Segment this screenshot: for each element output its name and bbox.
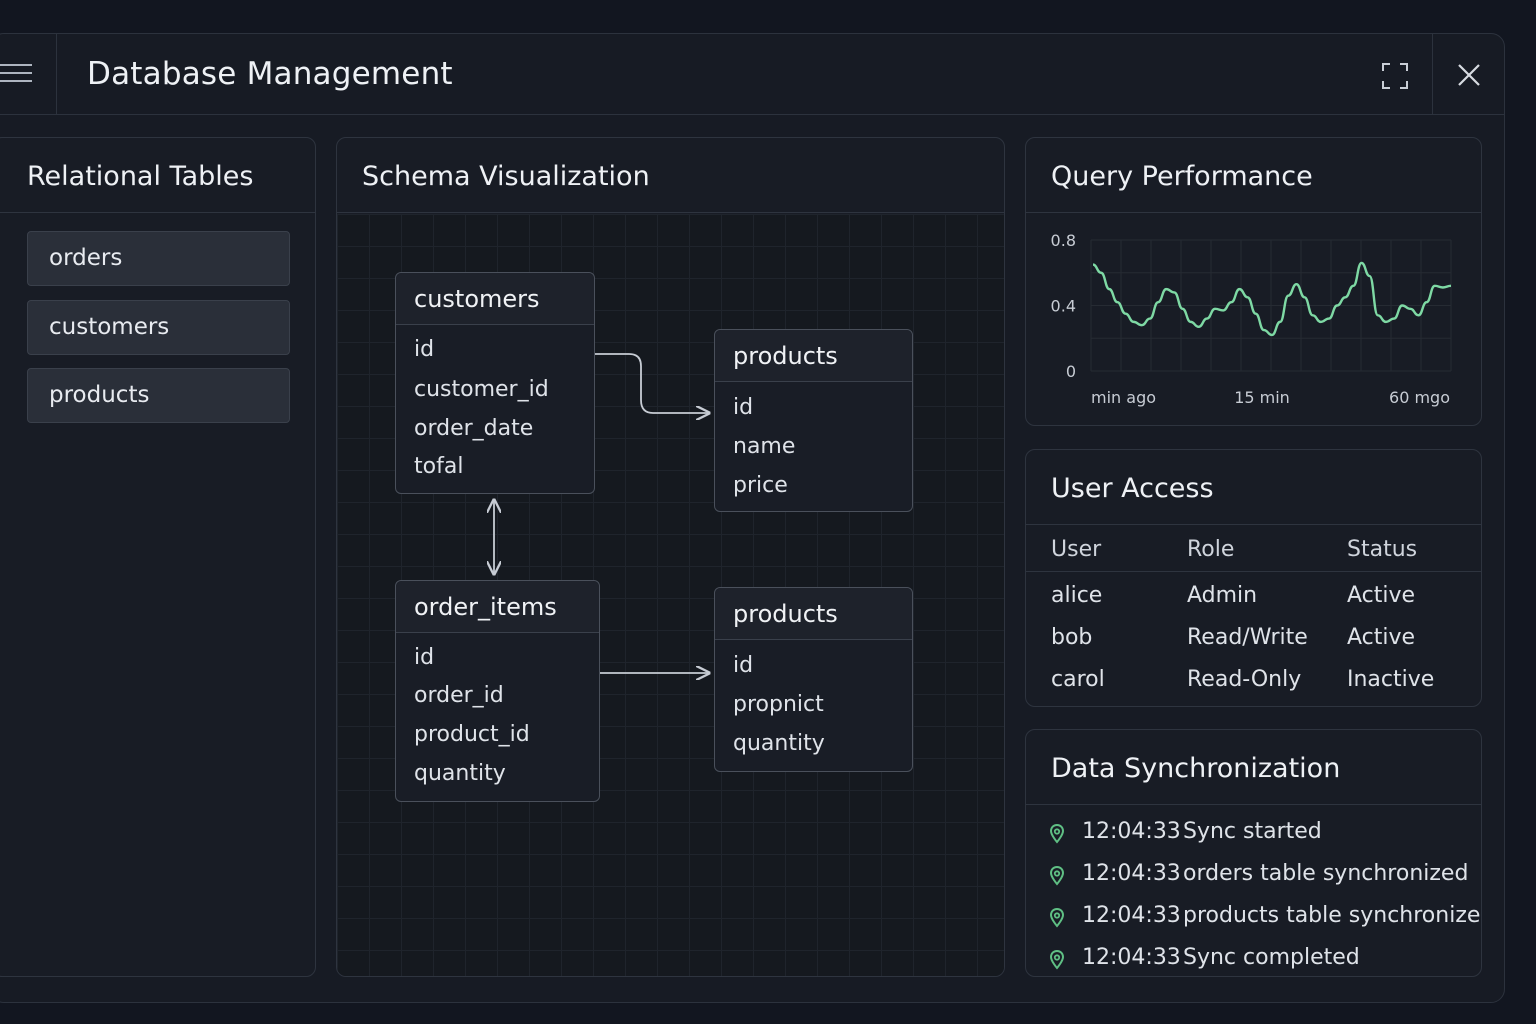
x-tick-label: 60 mgo <box>1389 388 1450 407</box>
close-icon[interactable] <box>1456 62 1482 88</box>
entity-field: price <box>733 473 788 498</box>
entity-field: id <box>414 337 435 362</box>
status-cell: Active <box>1347 583 1416 608</box>
table-item-orders[interactable]: orders <box>27 231 290 286</box>
fullscreen-icon[interactable] <box>1381 62 1409 90</box>
entity-order-items[interactable]: order_items id order_id product_id quant… <box>395 580 600 802</box>
query-performance-panel: Query Performance 0.8 0.4 0 min ago 15 min 60… <box>1025 137 1482 426</box>
menu-icon[interactable] <box>0 64 36 84</box>
y-tick-label: 0 <box>1066 362 1076 381</box>
panel-title: Relational Tables <box>0 138 315 213</box>
sync-event: 12:04:33 Sync started <box>1026 819 1481 849</box>
location-pin-icon <box>1049 824 1065 844</box>
entity-field: name <box>733 434 796 459</box>
status-cell: Active <box>1347 625 1416 650</box>
role-cell: Read/Write <box>1187 625 1308 650</box>
entity-field: order_date <box>414 416 534 441</box>
panel-title: Schema Visualization <box>337 138 1004 213</box>
role-cell: Admin <box>1187 583 1258 608</box>
entity-title: products <box>715 588 912 640</box>
location-pin-icon <box>1049 908 1065 928</box>
performance-series-line <box>1092 261 1452 337</box>
location-pin-icon <box>1049 950 1065 970</box>
entity-products[interactable]: products id name price <box>714 329 913 512</box>
sync-time: 12:04:33 <box>1082 903 1181 928</box>
column-header-user[interactable]: User <box>1051 537 1102 562</box>
entity-field: order_id <box>414 683 504 708</box>
user-cell: carol <box>1051 667 1105 692</box>
x-tick-label: min ago <box>1091 388 1156 407</box>
x-tick-label: 15 min <box>1234 388 1290 407</box>
entity-customers[interactable]: customers id customer_id order_date tofa… <box>395 272 595 494</box>
sync-event: 12:04:33 products table synchronized <box>1026 903 1481 933</box>
user-cell: alice <box>1051 583 1103 608</box>
relational-tables-panel: Relational Tables orders customers produ… <box>0 137 316 977</box>
y-tick-label: 0.8 <box>1051 231 1076 250</box>
entity-title: customers <box>396 273 594 325</box>
entity-products-2[interactable]: products id propnict quantity <box>714 587 913 772</box>
divider <box>56 34 57 115</box>
title-bar: Database Management <box>0 34 1504 115</box>
chart-grid <box>1090 239 1452 372</box>
status-cell: Inactive <box>1347 667 1435 692</box>
panel-title: Data Synchronization <box>1026 730 1481 805</box>
table-item-products[interactable]: products <box>27 368 290 423</box>
table-item-customers[interactable]: customers <box>27 300 290 355</box>
sync-message: Sync started <box>1183 819 1322 844</box>
column-header-role[interactable]: Role <box>1187 537 1235 562</box>
window-title: Database Management <box>87 56 453 92</box>
sync-message: products table synchronized <box>1183 903 1482 928</box>
entity-title: order_items <box>396 581 599 633</box>
sync-time: 12:04:33 <box>1082 861 1181 886</box>
user-access-panel: User Access User Role Status alice Admin… <box>1025 449 1482 707</box>
entity-field: id <box>733 653 754 678</box>
entity-field: id <box>414 645 435 670</box>
user-cell: bob <box>1051 625 1093 650</box>
sync-time: 12:04:33 <box>1082 819 1181 844</box>
entity-field: product_id <box>414 722 530 747</box>
sync-message: orders table synchronized <box>1183 861 1469 886</box>
entity-field: customer_id <box>414 377 549 402</box>
y-tick-label: 0.4 <box>1051 297 1076 316</box>
table-header-row: User Role Status <box>1026 525 1481 572</box>
location-pin-icon <box>1049 866 1065 886</box>
panel-title: User Access <box>1026 450 1481 525</box>
sync-event: 12:04:33 Sync completed <box>1026 945 1481 975</box>
entity-title: products <box>715 330 912 382</box>
query-performance-chart: 0.8 0.4 0 min ago 15 min 60 mgo <box>1051 231 1452 407</box>
column-header-status[interactable]: Status <box>1347 537 1418 562</box>
entity-field: id <box>733 395 754 420</box>
entity-field: tofal <box>414 454 464 479</box>
data-synchronization-panel: Data Synchronization 12:04:33 Sync start… <box>1025 729 1482 977</box>
entity-field: quantity <box>414 761 506 786</box>
sync-event: 12:04:33 orders table synchronized <box>1026 861 1481 891</box>
entity-field: quantity <box>733 731 825 756</box>
schema-visualization-panel: Schema Visualization customers id custom… <box>336 137 1005 977</box>
entity-field: propnict <box>733 692 824 717</box>
role-cell: Read-Only <box>1187 667 1302 692</box>
sync-message: Sync completed <box>1183 945 1360 970</box>
sync-time: 12:04:33 <box>1082 945 1181 970</box>
panel-title: Query Performance <box>1026 138 1481 213</box>
divider <box>1432 34 1433 115</box>
